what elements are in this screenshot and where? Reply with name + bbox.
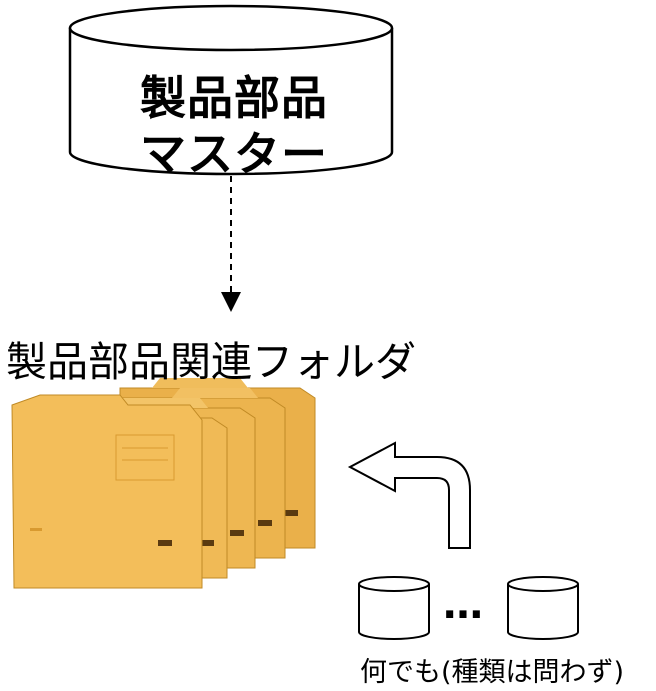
master-database-label-line2: マスター <box>140 127 328 181</box>
folder-group-title: 製品部品関連フォルダ <box>6 338 416 386</box>
sources-caption: 何でも(種類は問わず) <box>360 657 625 688</box>
curved-arrow-icon <box>347 441 471 549</box>
small-database-left-icon <box>358 576 430 640</box>
master-database-label: 製品部品 マスター <box>140 70 328 182</box>
sources-ellipsis: … <box>443 582 485 628</box>
small-database-right-icon <box>507 576 579 640</box>
master-database-cylinder-icon <box>68 4 394 176</box>
master-database-label-line1: 製品部品 <box>140 71 328 125</box>
folder-stack-icon <box>11 378 316 589</box>
